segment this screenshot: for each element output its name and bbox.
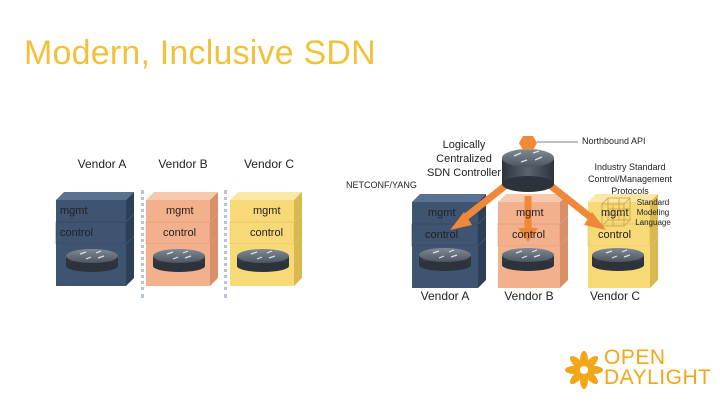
industry-standard-label: Industry Standard Control/Management Pro…: [587, 162, 673, 196]
left-vendor-a-stack: [55, 192, 134, 286]
right-router-b: [502, 248, 554, 271]
right-c-control-label: control: [598, 229, 632, 241]
left-router-c: [237, 249, 289, 272]
vendor-c-header: Vendor C: [243, 157, 295, 171]
arrow-to-vendor-b: [518, 196, 538, 242]
controller-label: Logically Centralized SDN Controller: [427, 139, 501, 179]
netconf-yang-label: NETCONF/YANG: [346, 180, 417, 190]
modeling-cube-icon: [601, 197, 631, 227]
modeling-language-label: Standard Modeling Language: [635, 198, 671, 227]
right-a-mgmt-label: mgmt: [428, 207, 456, 219]
northbound-api-label: Northbound API: [582, 136, 646, 146]
opendaylight-logo-line1: OPEN: [604, 346, 666, 369]
left-c-mgmt-label: mgmt: [253, 205, 281, 217]
right-vendor-b-label: Vendor B: [504, 289, 554, 303]
left-c-control-label: control: [250, 227, 284, 239]
page-title: Modern, Inclusive SDN: [24, 34, 376, 72]
left-b-mgmt-label: mgmt: [166, 205, 194, 217]
vendor-divider-2: [224, 190, 227, 298]
left-b-control-label: control: [163, 227, 197, 239]
right-a-control-label: control: [425, 229, 459, 241]
left-router-b: [153, 249, 205, 272]
right-vendor-a-stack: [411, 194, 486, 288]
left-a-control-label: control: [60, 227, 94, 239]
right-vendor-c-label: Vendor C: [589, 289, 641, 303]
right-c-mgmt-label: mgmt: [601, 207, 629, 219]
right-b-mgmt-label: mgmt: [516, 207, 544, 219]
right-b-control-label: control: [512, 229, 546, 241]
right-router-a: [419, 248, 471, 271]
right-vendor-a-label: Vendor A: [420, 289, 470, 303]
northbound-api-icon: [519, 136, 537, 150]
left-router-a: [66, 249, 118, 272]
left-vendor-b-stack: [145, 192, 218, 286]
vendor-divider-1: [141, 190, 144, 298]
opendaylight-logo-line2: DAYLIGHT: [604, 366, 712, 389]
vendor-b-header: Vendor B: [158, 157, 208, 171]
right-router-c: [592, 248, 644, 271]
vendor-a-header: Vendor A: [77, 157, 127, 171]
left-a-mgmt-label: mgmt: [60, 205, 88, 217]
controller-router: [502, 149, 554, 192]
opendaylight-flower-icon: [565, 351, 603, 389]
